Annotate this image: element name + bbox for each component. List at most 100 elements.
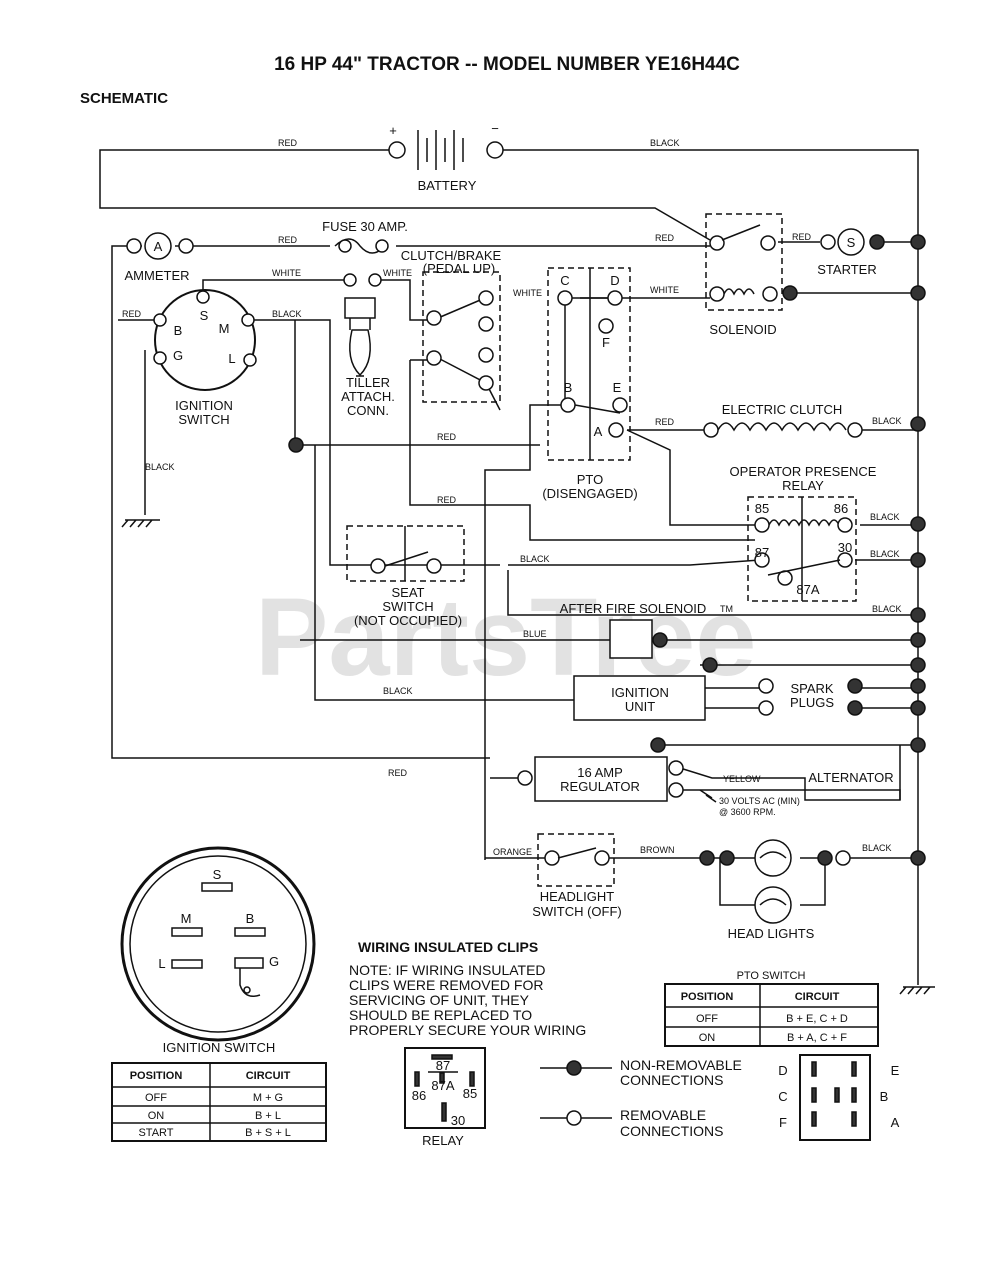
schematic-text: WHITE: [650, 285, 679, 295]
clutch-brake-label: CLUTCH/BRAKE: [401, 248, 502, 263]
schematic-text: L: [228, 351, 235, 366]
schematic-text: RED: [655, 417, 675, 427]
schematic-text: G: [269, 954, 279, 969]
schematic-label: SCHEMATIC: [80, 90, 168, 107]
schematic-text: D: [610, 273, 619, 288]
schematic-text: (NOT OCCUPIED): [354, 613, 462, 628]
head-lights: HEAD LIGHTS: [728, 839, 851, 941]
schematic-text: RED: [437, 495, 457, 505]
schematic-text: @ 3600 RPM.: [719, 807, 776, 817]
schematic-text: RED: [655, 233, 675, 243]
schematic-text: OFF: [696, 1013, 718, 1025]
pto-switch-table: PTO SWITCH POSITION CIRCUIT OFF B + E, C…: [664, 970, 879, 1047]
schematic-text: ATTACH.: [341, 389, 395, 404]
electric-clutch-label: ELECTRIC CLUTCH: [722, 402, 843, 417]
schematic-text: (PEDAL UP): [423, 261, 495, 276]
schematic-text: A: [594, 424, 603, 439]
legend-removable: REMOVABLE: [620, 1107, 706, 1123]
tiller-attach-conn: TILLER ATTACH. CONN.: [341, 273, 395, 418]
schematic-text: C: [778, 1089, 787, 1104]
schematic-text: M: [219, 321, 230, 336]
ignition-circuit-table: POSITION CIRCUIT OFF M + G ON B + L STAR…: [111, 1062, 327, 1142]
schematic-text: WHITE: [272, 268, 301, 278]
schematic-text: CIRCUIT: [246, 1070, 291, 1082]
schematic-text: E: [891, 1063, 900, 1078]
schematic-text: RED: [792, 232, 812, 242]
after-fire-label: AFTER FIRE SOLENOID: [560, 601, 707, 616]
schematic-text: ON: [699, 1032, 716, 1044]
battery: + − BATTERY: [388, 121, 504, 193]
schematic-text: 85: [755, 501, 769, 516]
schematic-text: PROPERLY SECURE YOUR WIRING: [349, 1022, 586, 1038]
seat-switch-label: SEAT: [392, 585, 425, 600]
schematic-text: 87: [436, 1058, 450, 1073]
alternator-label: ALTERNATOR: [808, 770, 893, 785]
schematic-text: YELLOW: [723, 774, 761, 784]
ignition-switch: S B M G L IGNITION SWITCH: [153, 289, 257, 427]
schematic-text: BLACK: [870, 512, 900, 522]
schematic-text: S: [200, 308, 209, 323]
non-removable-symbol: [566, 1060, 582, 1076]
schematic-text: POSITION: [681, 991, 734, 1003]
schematic-text: BLUE: [523, 629, 547, 639]
schematic-text: WHITE: [383, 268, 412, 278]
schematic-text: REGULATOR: [560, 779, 640, 794]
schematic-text: BLACK: [650, 138, 680, 148]
schematic-text: CONN.: [347, 403, 389, 418]
schematic-text: B + E, C + D: [786, 1013, 848, 1025]
schematic-text: S: [847, 235, 856, 250]
battery-plus: +: [389, 123, 397, 138]
battery-label: BATTERY: [418, 178, 477, 193]
schematic-text: B + A, C + F: [787, 1032, 847, 1044]
pto-switch-diagram: D C F E B A: [778, 1054, 900, 1141]
schematic-text: L: [158, 956, 165, 971]
schematic-text: OFF: [145, 1092, 167, 1104]
headlight-switch: HEADLIGHT SWITCH (OFF): [532, 833, 622, 919]
ammeter-label: AMMETER: [125, 268, 190, 283]
operator-presence-relay: OPERATOR PRESENCE RELAY 85 86 87 30 87A: [730, 464, 877, 602]
schematic-text: RED: [437, 432, 457, 442]
schematic-text: 30: [838, 540, 852, 555]
relay-diagram: 87 87A 86 85 30 RELAY: [404, 1047, 486, 1148]
electric-clutch: ELECTRIC CLUTCH: [703, 402, 863, 438]
schematic-text: B: [880, 1089, 889, 1104]
tiller-label: TILLER: [346, 375, 390, 390]
schematic-text: B: [564, 380, 573, 395]
schematic-text: ORANGE: [493, 847, 532, 857]
solenoid-label: SOLENOID: [709, 322, 776, 337]
ignition-switch-diagram-label: IGNITION SWITCH: [163, 1040, 276, 1055]
clutch-brake-switch: CLUTCH/BRAKE (PEDAL UP): [401, 248, 502, 403]
wire-labels: RED BLACK RED RED RED WHITE WHITE WHITE …: [122, 138, 902, 857]
schematic-text: 87: [755, 545, 769, 560]
schematic-text: B: [174, 323, 183, 338]
page-title: 16 HP 44" TRACTOR -- MODEL NUMBER YE16H4…: [274, 54, 740, 75]
after-fire-solenoid: AFTER FIRE SOLENOID: [560, 601, 707, 659]
connection-legend: NON-REMOVABLE CONNECTIONS REMOVABLE CONN…: [540, 1057, 742, 1139]
schematic-text: BLACK: [520, 554, 550, 564]
schematic-text: RELAY: [782, 478, 824, 493]
wiring-clips-note: WIRING INSULATED CLIPS NOTE: IF WIRING I…: [349, 939, 586, 1038]
alternator: ALTERNATOR 30 VOLTS AC (MIN) @ 3600 RPM.: [699, 770, 894, 817]
ignition-switch-diagram: S M B L G IGNITION SWITCH: [120, 846, 316, 1055]
opr-label: OPERATOR PRESENCE: [730, 464, 877, 479]
schematic-text: RED: [278, 138, 298, 148]
schematic-text: G: [173, 348, 183, 363]
schematic-text: NOTE: IF WIRING INSULATED: [349, 962, 546, 978]
battery-minus: −: [491, 121, 499, 136]
schematic-text: 87A: [796, 582, 819, 597]
starter: S STARTER: [817, 228, 877, 277]
schematic-text: F: [602, 335, 610, 350]
ammeter: A AMMETER: [125, 232, 194, 283]
watermark-tm: TM: [720, 604, 733, 614]
schematic-text: 30: [451, 1113, 465, 1128]
ignition-switch-label: IGNITION: [175, 398, 233, 413]
spark-plugs-label: SPARK: [790, 681, 833, 696]
removable-symbol: [566, 1110, 582, 1126]
schematic-text: 86: [412, 1088, 426, 1103]
schematic-text: PLUGS: [790, 695, 834, 710]
ignition-unit-label: IGNITION: [611, 685, 669, 700]
schematic-text: CONNECTIONS: [620, 1072, 723, 1088]
schematic-text: A: [891, 1115, 900, 1130]
schematic-text: SERVICING OF UNIT, THEY: [349, 992, 530, 1008]
schematic-text: BLACK: [145, 462, 175, 472]
